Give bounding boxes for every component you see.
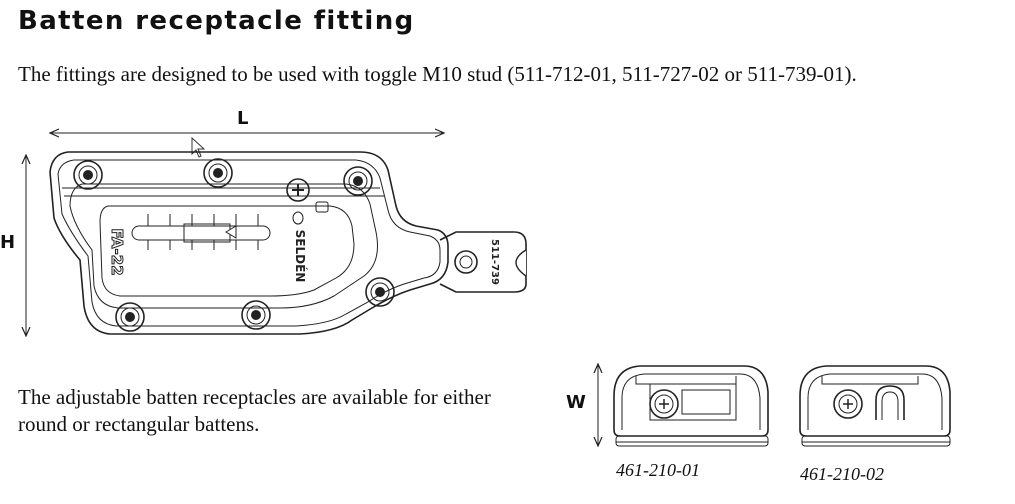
adjuster-screw-icon — [833, 389, 863, 419]
toggle-part-marking: 511-739 — [489, 239, 500, 285]
receptacle-variant-02-drawing — [799, 365, 951, 447]
screw-icon — [203, 158, 233, 188]
fitting-body: FA-22 SELDÉN — [49, 151, 449, 335]
height-label: H — [0, 232, 16, 253]
receptacle-variant-01-drawing — [613, 365, 769, 447]
cursor-icon — [191, 136, 206, 158]
adjuster-knob-icon — [286, 178, 310, 202]
note-paragraph: The adjustable batten receptacles are av… — [18, 385, 491, 436]
page-title: Batten receptacle fitting — [18, 6, 415, 36]
screw-icon — [73, 160, 103, 190]
scale-slider — [131, 214, 271, 250]
model-marking: FA-22 — [108, 228, 126, 275]
length-label: L — [237, 108, 249, 129]
part-number-461-210-02: 461-210-02 — [800, 464, 884, 484]
toggle-tab: 511-739 — [439, 231, 527, 293]
indicator-slot — [315, 201, 329, 213]
screw-icon — [115, 302, 145, 332]
screw-icon — [365, 277, 395, 307]
screw-icon — [241, 300, 271, 330]
part-number-461-210-01: 461-210-01 — [616, 460, 700, 480]
screw-icon — [343, 166, 373, 196]
stud-hole-icon — [454, 250, 478, 274]
intro-paragraph: The fittings are designed to be used wit… — [18, 62, 857, 86]
adjuster-screw-icon — [649, 389, 679, 419]
logo-mark-icon — [292, 211, 304, 225]
brand-marking: SELDÉN — [293, 230, 308, 283]
width-label: W — [566, 392, 586, 413]
